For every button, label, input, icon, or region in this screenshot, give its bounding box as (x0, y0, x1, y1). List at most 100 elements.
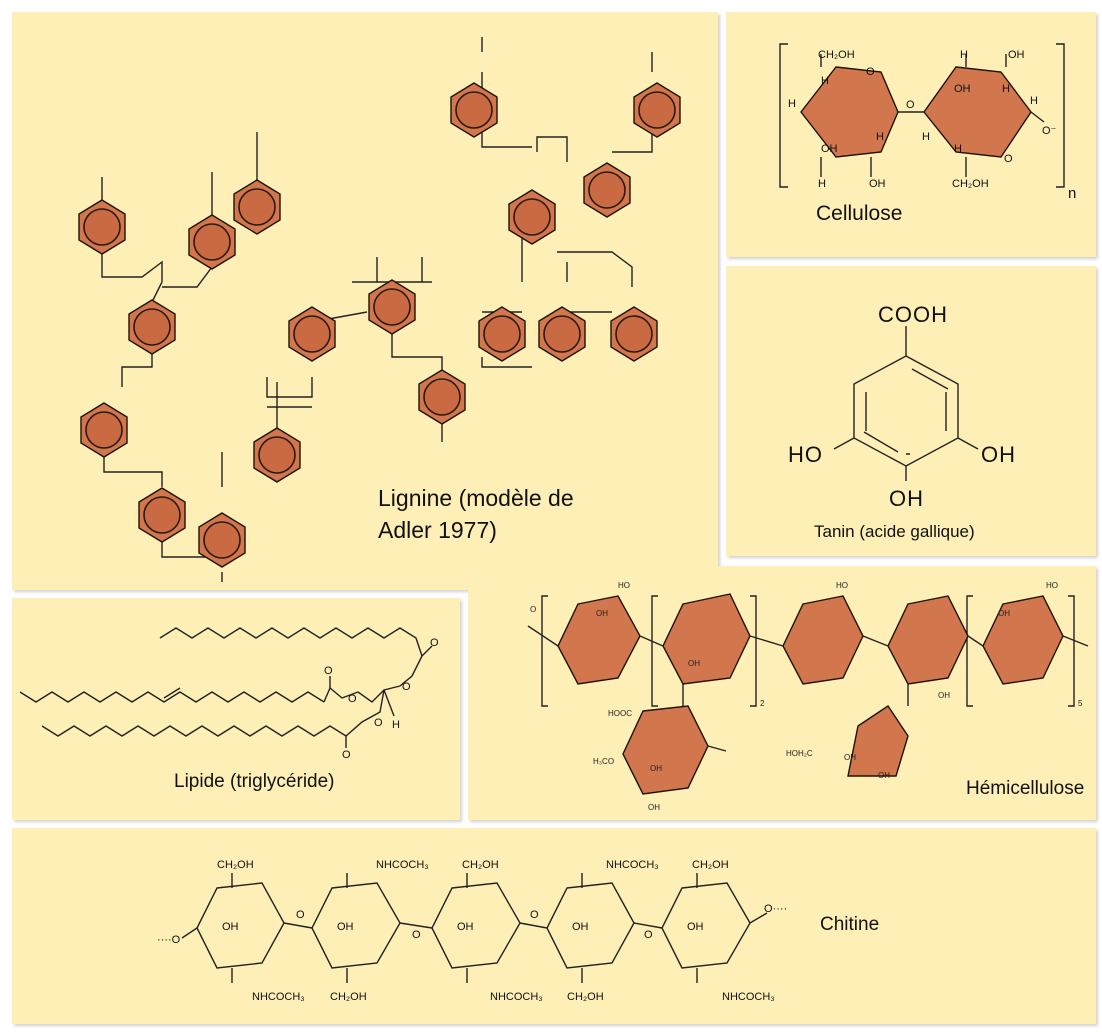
cellulose-brackets (779, 43, 1065, 188)
chitin-end-right: O···· (764, 903, 787, 915)
hemicellulose-panel: O OH HO OH HO OH HO OH 2 5 HOOC H₃CO OH … (468, 566, 1096, 820)
hemi-ho-1: HO (618, 581, 630, 590)
hemi-oh-1: OH (596, 609, 608, 618)
hemi-oh-3: OH (938, 691, 950, 700)
lipid-structure: O O O O O O H (19, 627, 439, 761)
chitin-o-1: O (296, 909, 305, 921)
hemi-ho-3: HO (1046, 581, 1058, 590)
lipid-caption: Lipide (triglycéride) (174, 771, 335, 792)
chitin-nhcoch3-5: NHCOCH₃ (722, 991, 775, 1003)
tannin-caption: Tanin (acide gallique) (814, 522, 975, 541)
hemi-sub-2: 2 (760, 699, 765, 708)
cellulose-n: n (1068, 185, 1076, 202)
chitin-panel: CH₂OH NHCOCH₃ CH₂OH NHCOCH₃ CH₂OH OH OH … (12, 828, 1096, 1024)
chitin-ch2oh-3: CH₂OH (692, 859, 729, 871)
chitin-nhcoch3-1: NHCOCH₃ (376, 859, 429, 871)
hemicellulose-structure: O OH HO OH HO OH HO OH 2 5 HOOC H₃CO OH … (527, 581, 1089, 812)
cellulose-h-left: H (788, 98, 796, 110)
hemicellulose-rings (557, 593, 1064, 795)
chitin-oh-4: OH (572, 921, 589, 933)
chitin-nhcoch3-4: NHCOCH₃ (490, 991, 543, 1003)
lignin-caption: Lignine (modèle de Adler 1977) (378, 482, 574, 546)
chitin-oh-5: OH (687, 921, 704, 933)
chitin-ch2oh-4: CH₂OH (330, 991, 367, 1003)
cellulose-o-ring1: O (866, 66, 875, 78)
chitin-caption: Chitine (820, 914, 880, 935)
lignin-bonds (101, 37, 653, 582)
lipid-o-1: O (430, 637, 439, 649)
cellulose-oh-2: OH (869, 178, 886, 190)
hemi-oh-6: OH (648, 803, 660, 812)
cellulose-oh-4: OH (954, 83, 971, 95)
cellulose-h-1: H (821, 75, 829, 87)
cellulose-oh-3: OH (1008, 49, 1025, 61)
cellulose-o-ring2: O (1004, 153, 1013, 165)
cellulose-o-link: O (906, 99, 915, 111)
lignin-structure (78, 37, 681, 582)
cellulose-h-2: H (818, 178, 826, 190)
hemi-hooc: HOOC (608, 709, 632, 718)
chitin-oh-1: OH (222, 921, 239, 933)
cellulose-ch2oh-top: CH₂OH (818, 49, 855, 61)
lignin-panel: Lignine (modèle de Adler 1977) (12, 12, 718, 590)
hemicellulose-brackets (541, 595, 1075, 707)
cellulose-h-7: H (1030, 95, 1038, 107)
cellulose-h-5: H (960, 49, 968, 61)
chitin-o-4: O (644, 929, 653, 941)
tannin-ho-left: HO (788, 442, 823, 467)
chitin-oh-3: OH (457, 921, 474, 933)
chitin-nhcoch3-2: NHCOCH₃ (606, 859, 659, 871)
cellulose-panel: CH₂OH H O H OH H OH H O H H OH OH H H O⁻… (726, 12, 1096, 257)
cellulose-h-6: H (1002, 83, 1010, 95)
chitin-nhcoch3-3: NHCOCH₃ (252, 991, 305, 1003)
lipid-o-3: O (324, 665, 333, 677)
tannin-bonds (833, 326, 979, 481)
chitin-oh-2: OH (337, 921, 354, 933)
cellulose-ring-2 (923, 66, 1032, 158)
lipid-o-2: O (402, 681, 411, 693)
lipid-panel: O O O O O O H Lipide (triglycéride) (12, 598, 460, 820)
hemi-oh-7: OH (844, 753, 856, 762)
tannin-oh-bottom: OH (889, 486, 924, 511)
chitin-end-left: ····O (157, 934, 181, 946)
tannin-oh-right: OH (981, 442, 1016, 467)
hemi-o-left: O (530, 605, 536, 614)
lignin-caption-line1: Lignine (modèle de (378, 485, 574, 511)
cellulose-h-3: H (876, 131, 884, 143)
lipid-o-4: O (348, 693, 357, 705)
chitin-structure: CH₂OH NHCOCH₃ CH₂OH NHCOCH₃ CH₂OH OH OH … (157, 859, 787, 1003)
tannin-panel: COOH HO OH OH Tanin (acide gallique) (726, 266, 1096, 556)
lipid-o-5: O (342, 749, 351, 761)
cellulose-h-4: H (922, 131, 930, 143)
cellulose-structure: CH₂OH H O H OH H OH H O H H OH OH H H O⁻… (779, 43, 1076, 202)
cellulose-oh-1: OH (821, 143, 838, 155)
hemi-oh-4: OH (998, 609, 1010, 618)
lipid-chains (19, 627, 433, 748)
cellulose-o-minus: O⁻ (1042, 125, 1057, 137)
chitin-ch2oh-5: CH₂OH (567, 991, 604, 1003)
chitin-rings (181, 873, 768, 983)
cellulose-h-8: H (954, 143, 962, 155)
hemi-oh-2: OH (688, 659, 700, 668)
hemi-hoh2c: HOH₂C (786, 749, 813, 758)
cellulose-caption: Cellulose (816, 202, 903, 225)
chitin-o-3: O (530, 909, 539, 921)
cellulose-ring-1 (800, 66, 899, 158)
lipid-o-6: O (374, 717, 383, 729)
lignin-rings (78, 82, 681, 568)
hemi-h3co: H₃CO (593, 757, 614, 766)
chitin-ch2oh-2: CH₂OH (462, 859, 499, 871)
chitin-o-2: O (412, 929, 421, 941)
lipid-h: H (392, 719, 400, 731)
tannin-structure: COOH HO OH OH (788, 302, 1016, 511)
hemi-sub-5: 5 (1078, 699, 1083, 708)
hemi-ho-2: HO (836, 581, 848, 590)
cellulose-ch2oh-bottom: CH₂OH (952, 178, 989, 190)
cellulose-rings (800, 66, 1032, 158)
lignin-caption-line2: Adler 1977) (378, 517, 497, 543)
tannin-cooh: COOH (878, 302, 948, 327)
hemicellulose-caption: Hémicellulose (966, 778, 1085, 799)
hemi-oh-8: OH (878, 771, 890, 780)
hemi-oh-5: OH (650, 764, 662, 773)
chitin-ch2oh-1: CH₂OH (217, 859, 254, 871)
